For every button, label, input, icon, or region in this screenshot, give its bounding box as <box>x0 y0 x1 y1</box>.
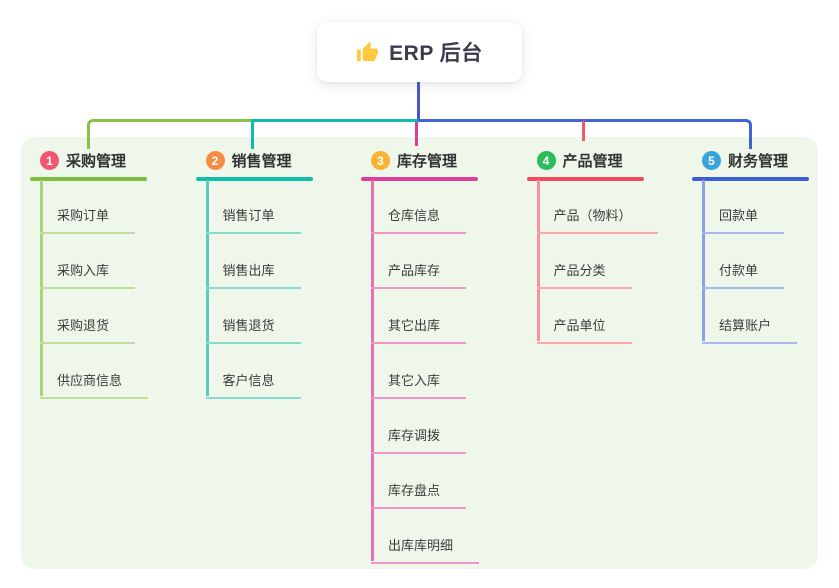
child-node[interactable]: 采购订单 <box>40 205 136 234</box>
child-label: 仓库信息 <box>388 208 441 223</box>
child-node[interactable]: 采购退货 <box>40 315 136 344</box>
root-stem-line <box>417 82 420 122</box>
child-node[interactable]: 付款单 <box>702 260 785 289</box>
branch-stem-line <box>702 180 705 341</box>
child-node[interactable]: 客户信息 <box>205 370 301 399</box>
child-label: 结算账户 <box>719 318 772 333</box>
branch-label: 产品管理 <box>562 153 623 170</box>
drop-branch-3 <box>415 122 418 146</box>
branch-number-badge: 4 <box>536 151 556 170</box>
branch-label: 采购管理 <box>66 153 127 170</box>
branch-label: 销售管理 <box>231 153 292 170</box>
child-label: 客户信息 <box>222 373 275 388</box>
child-node[interactable]: 回款单 <box>702 205 785 234</box>
child-node[interactable]: 供应商信息 <box>40 370 149 399</box>
child-node[interactable]: 出库库明细 <box>371 535 480 564</box>
child-node[interactable]: 库存盘点 <box>371 480 467 509</box>
child-label: 其它出库 <box>388 318 441 333</box>
branch-number-badge: 5 <box>702 151 721 170</box>
branch-node[interactable]: 1 采购管理 <box>40 150 126 171</box>
child-node[interactable]: 产品分类 <box>536 260 632 289</box>
child-label: 销售出库 <box>222 263 275 278</box>
child-node[interactable]: 结算账户 <box>702 315 798 344</box>
mindmap-panel <box>21 137 818 569</box>
branch-underline <box>30 177 147 181</box>
branch-number-badge: 2 <box>205 151 225 170</box>
child-node[interactable]: 其它入库 <box>371 370 467 399</box>
branch-node[interactable]: 2 销售管理 <box>205 150 292 171</box>
child-label: 付款单 <box>719 263 759 278</box>
branch-number-badge: 3 <box>371 151 390 170</box>
child-node[interactable]: 销售出库 <box>205 260 301 289</box>
branch-underline <box>195 177 313 181</box>
root-node[interactable]: ERP 后台 <box>317 22 522 82</box>
child-label: 采购订单 <box>57 208 110 223</box>
child-label: 采购入库 <box>57 263 110 278</box>
bus-right-elbow <box>418 119 752 149</box>
branch-stem-line <box>371 180 374 561</box>
child-label: 产品分类 <box>553 263 606 278</box>
child-label: 回款单 <box>719 208 759 223</box>
branch-node[interactable]: 5 财务管理 <box>702 150 788 171</box>
child-node[interactable]: 销售订单 <box>205 205 301 234</box>
branch-label: 库存管理 <box>397 153 458 170</box>
branch-underline <box>692 177 809 181</box>
child-label: 出库库明细 <box>388 538 454 553</box>
child-label: 库存调拨 <box>388 428 441 443</box>
child-label: 产品单位 <box>553 318 606 333</box>
child-label: 产品库存 <box>388 263 441 278</box>
thumbs-up-icon <box>356 41 379 64</box>
child-node[interactable]: 产品库存 <box>371 260 467 289</box>
child-label: 其它入库 <box>388 373 441 388</box>
child-label: 库存盘点 <box>388 483 441 498</box>
child-label: 产品（物料） <box>553 208 632 223</box>
child-node[interactable]: 仓库信息 <box>371 205 467 234</box>
child-label: 销售订单 <box>222 208 275 223</box>
branch-node[interactable]: 4 产品管理 <box>536 150 623 171</box>
branch-stem-line <box>536 180 540 341</box>
branch-label: 财务管理 <box>728 153 789 170</box>
bus-mid-elbow <box>251 119 421 149</box>
branch-underline <box>526 177 644 181</box>
drop-branch-4 <box>582 121 585 141</box>
child-node[interactable]: 销售退货 <box>205 315 301 344</box>
child-label: 采购退货 <box>57 318 110 333</box>
child-label: 供应商信息 <box>57 373 123 388</box>
root-title: ERP 后台 <box>389 42 483 65</box>
branch-underline <box>361 177 478 181</box>
child-node[interactable]: 库存调拨 <box>371 425 467 454</box>
branch-node[interactable]: 3 库存管理 <box>371 150 457 171</box>
child-node[interactable]: 其它出库 <box>371 315 467 344</box>
child-label: 销售退货 <box>222 318 275 333</box>
child-node[interactable]: 采购入库 <box>40 260 136 289</box>
bus-left-elbow <box>87 119 254 149</box>
child-node[interactable]: 产品（物料） <box>536 205 658 234</box>
child-node[interactable]: 产品单位 <box>536 315 632 344</box>
branch-number-badge: 1 <box>40 151 59 170</box>
